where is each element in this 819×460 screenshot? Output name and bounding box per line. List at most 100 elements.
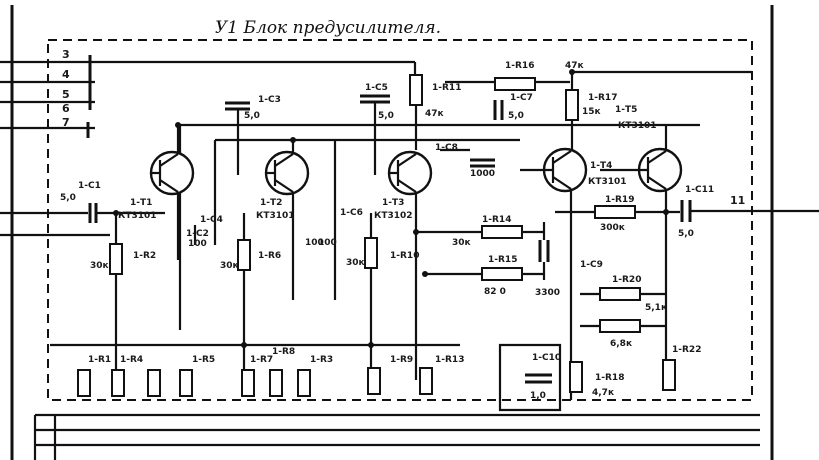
stage-1: 1-Т1 КТ3101 1-R2 30к 1-С2 100: [90, 125, 209, 370]
r16-value: 47к: [565, 61, 584, 71]
t5-type: КТ3101: [618, 121, 657, 131]
c5-value: 5,0: [378, 111, 394, 121]
r14-value: 30к: [452, 238, 471, 248]
t4-ref: 1-Т4: [590, 161, 612, 171]
c11-ref: 1-С11: [685, 185, 714, 195]
pin-label-6: 6: [62, 102, 70, 115]
pin-label-5: 5: [62, 88, 70, 101]
resistor-r6: [237, 239, 251, 271]
r2-ref: 1-R2: [133, 251, 156, 261]
resistor-r5: [147, 369, 161, 397]
r4-label: 1-R4: [120, 355, 143, 365]
output-stages: 1-R16 47к 1-С7 5,0 1-R17 15к 1-Т4 КТ3101…: [493, 61, 819, 400]
lower-right-components: 1-С10 1,0 1-R18 4,7к 1-R22: [498, 343, 701, 412]
block-frame: [10, 5, 774, 460]
r20-value: 5,1к: [645, 303, 667, 313]
r13-ref: 1-R13: [435, 355, 464, 365]
resistor-r19: [594, 205, 636, 219]
r11-value: 47к: [425, 109, 444, 119]
r6-value: 30к: [220, 261, 239, 271]
resistor-r22: [662, 359, 676, 391]
resistor-r14: [481, 225, 523, 239]
resistor-r4: [111, 369, 125, 397]
r15-ref: 1-R15: [488, 255, 517, 265]
c10-value: 1,0: [530, 391, 546, 401]
resistor-r7: [179, 369, 193, 397]
stage-3: 1-С5 5,0 1-R11 47к 1-Т3 КТ3102 1-R10 30к…: [318, 74, 461, 380]
r19-value: 300к: [600, 223, 625, 233]
resistor-r10: [364, 237, 378, 269]
c1-ref: 1-С1: [78, 181, 101, 191]
r16-ref: 1-R16: [505, 61, 534, 71]
stage-2: 1-С3 5,0 1-Т2 КТ3101 1-R6 30к 1-С4 100: [200, 95, 324, 370]
c2-value: 100: [188, 239, 207, 249]
feedback-network: 1-С8 1000 1-R14 30к 1-R15 82 0 1-С9 3300: [416, 143, 603, 298]
r17-value: 15к: [582, 107, 601, 117]
resistor-r3: [269, 369, 283, 397]
r18-ref: 1-R18: [595, 373, 624, 383]
c11-value: 5,0: [678, 229, 694, 239]
input-stage: 1-С1 5,0: [0, 181, 165, 223]
c6-ref: 1-С6: [340, 208, 363, 218]
pin-label-3: 3: [62, 48, 70, 61]
r7-label: 1-R7: [250, 355, 273, 365]
c2-ref: 1-С2: [186, 229, 209, 239]
block-title: У1 Блок предусилителя.: [215, 18, 441, 38]
r5-label: 1-R5: [192, 355, 215, 365]
output-pin-label: 11: [730, 194, 745, 207]
c4-ref: 1-С4: [200, 215, 223, 225]
r22-ref: 1-R22: [672, 345, 701, 355]
c8-value: 1000: [470, 169, 495, 179]
left-connector: 3 4 5 6 7: [0, 48, 95, 138]
c8-ref: 1-С8: [435, 143, 458, 153]
r18-value: 4,7к: [592, 388, 614, 398]
c5-ref: 1-С5: [365, 83, 388, 93]
r20-ref: 1-R20: [612, 275, 641, 285]
resistor-r18: [569, 361, 583, 393]
c1-value: 5,0: [60, 193, 76, 203]
r6-ref: 1-R6: [258, 251, 281, 261]
t2-type: КТ3101: [256, 211, 295, 221]
c4-value: 100: [305, 238, 324, 248]
r20b-value: 6,8к: [610, 339, 632, 349]
c7-ref: 1-С7: [510, 93, 533, 103]
junctions: [113, 69, 669, 348]
t1-ref: 1-Т1: [130, 198, 152, 208]
c6-value: 100: [318, 238, 337, 248]
resistor-r8: [241, 369, 255, 397]
resistor-r13: [419, 367, 433, 395]
r9-ref: 1-R9: [390, 355, 413, 365]
t3-type: КТ3102: [374, 211, 413, 221]
r8-label: 1-R8: [272, 347, 295, 357]
resistor-r11: [409, 74, 423, 106]
resistor-r17: [565, 89, 579, 121]
resistor-r9: [367, 367, 381, 395]
c10-ref: 1-С10: [532, 353, 561, 363]
resistor-r3b: [297, 369, 311, 397]
resistor-r16: [494, 77, 536, 91]
c9-ref: 1-С9: [580, 260, 603, 270]
r17-ref: 1-R17: [588, 93, 617, 103]
r10-ref: 1-R10: [390, 251, 419, 261]
t2-ref: 1-Т2: [260, 198, 282, 208]
pin-label-4: 4: [62, 68, 70, 81]
c7-value: 5,0: [508, 111, 524, 121]
r1-label: 1-R1: [88, 355, 111, 365]
c9-value: 3300: [535, 288, 560, 298]
t1-type: КТ3101: [118, 211, 157, 221]
r19-ref: 1-R19: [605, 195, 634, 205]
resistor-r20: [599, 287, 641, 301]
r10-value: 30к: [346, 258, 365, 268]
bottom-resistor-bank: 1-R1 1-R4 1-R5 1-R7 1-R3 1-R9 1-R13 1-R8: [50, 343, 464, 397]
resistor-r1: [77, 369, 91, 397]
bottom-bus: [33, 413, 760, 460]
t4-type: КТ3101: [588, 177, 627, 187]
r15-value: 82 0: [484, 287, 506, 297]
c3-ref: 1-С3: [258, 95, 281, 105]
r11-ref: 1-R11: [432, 83, 461, 93]
resistor-r20b: [599, 319, 641, 333]
supply-rails: [0, 60, 752, 330]
r2-value: 30к: [90, 261, 109, 271]
r3-ref: 1-R3: [310, 355, 333, 365]
